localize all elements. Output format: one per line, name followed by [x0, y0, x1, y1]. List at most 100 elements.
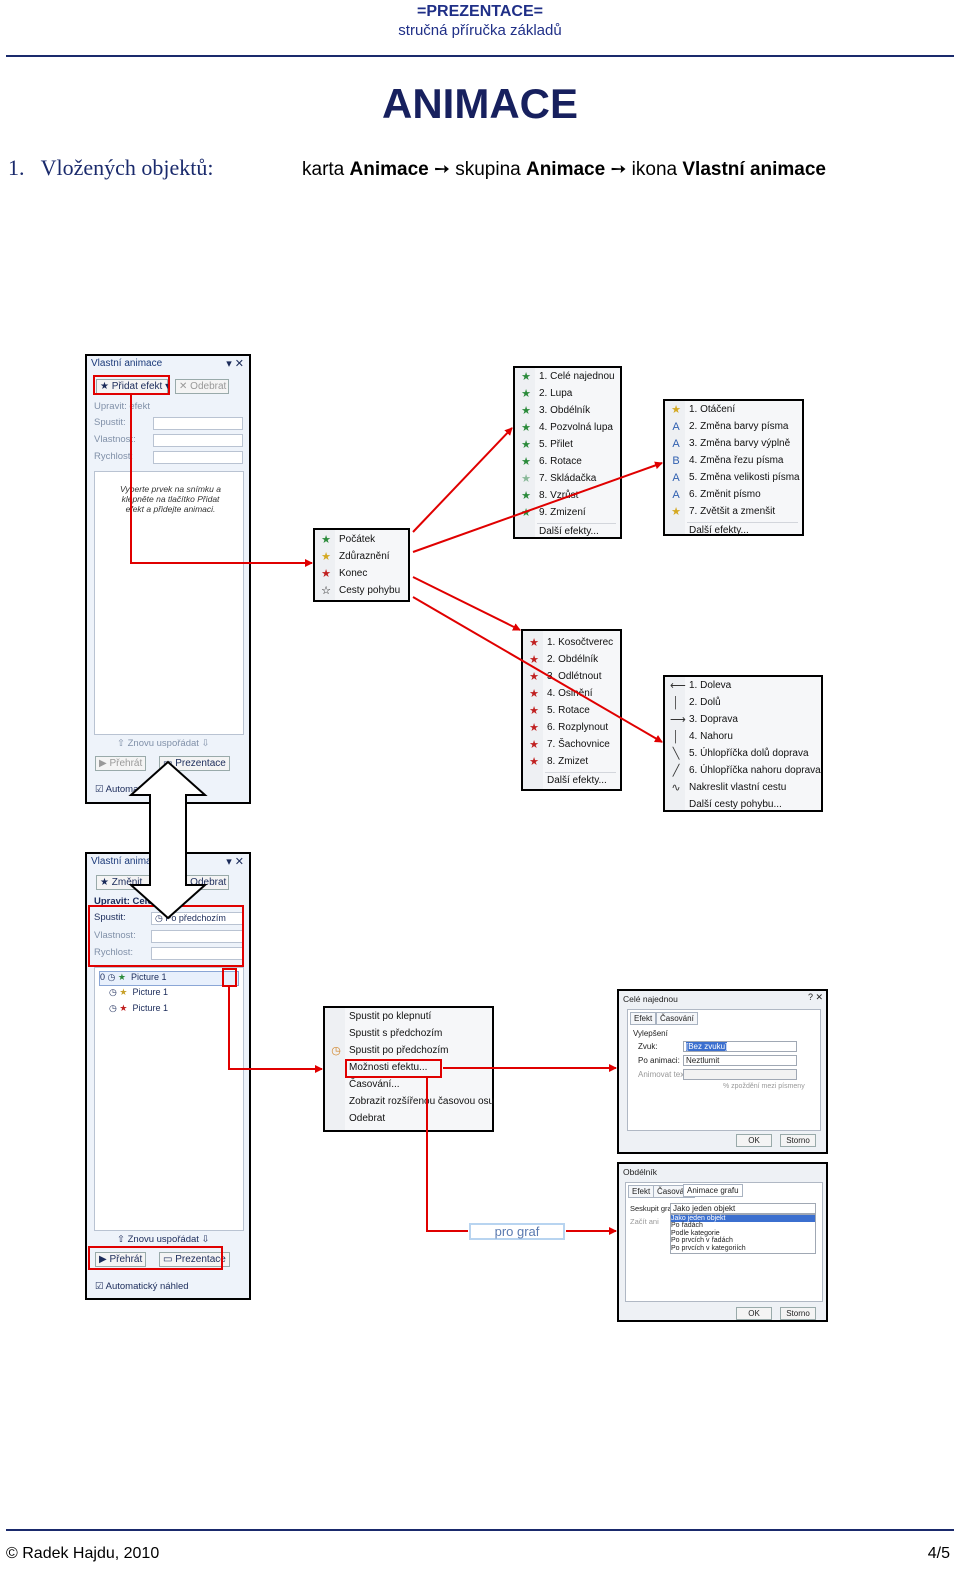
menu-item[interactable]: 5. Rotace: [547, 705, 590, 716]
menu-item[interactable]: 4. Nahoru: [689, 731, 733, 742]
menu-item[interactable]: Nakreslit vlastní cestu: [689, 782, 787, 793]
menu-item[interactable]: Možnosti efektu...: [349, 1062, 428, 1073]
menu-item[interactable]: 8. Vzrůst: [539, 490, 579, 501]
arrow-to-emphasis: [412, 461, 663, 553]
menu-item[interactable]: Další cesty pohybu...: [689, 799, 782, 810]
menu-item[interactable]: 5. Úhlopříčka dolů doprava: [689, 748, 809, 759]
tab-effect[interactable]: Efekt: [628, 1185, 655, 1198]
start-select[interactable]: [153, 417, 243, 430]
menu-item[interactable]: Spustit po klepnutí: [349, 1011, 432, 1022]
speed-select[interactable]: [153, 451, 243, 464]
menu-item[interactable]: 9. Zmizení: [539, 507, 586, 518]
reorder-label[interactable]: ⇧ Znovu uspořádat ⇩: [117, 738, 210, 749]
menu-item[interactable]: 7. Skládačka: [539, 473, 597, 484]
menu-item[interactable]: 6. Změnit písmo: [689, 489, 761, 500]
menu-item[interactable]: Další efekty...: [689, 525, 749, 536]
menu-item[interactable]: 6. Úhlopříčka nahoru doprava: [689, 765, 821, 776]
menu-item[interactable]: 6. Rozplynout: [547, 722, 609, 733]
menu-item[interactable]: 2. Lupa: [539, 388, 573, 399]
play-button[interactable]: ▶ Přehrát: [95, 1252, 147, 1267]
menu-item[interactable]: 1. Celé najednou: [539, 371, 615, 382]
panel-title: Vlastní animace: [91, 358, 163, 369]
intro-line: 1. Vložených objektů:: [8, 155, 214, 181]
menu-item[interactable]: 3. Změna barvy výplně: [689, 438, 791, 449]
ok-button[interactable]: OK: [736, 1134, 772, 1147]
menu-item[interactable]: 3. Obdélník: [539, 405, 591, 416]
list-item[interactable]: ◷ ★ Picture 1: [99, 1003, 168, 1013]
star-icon: ★: [521, 388, 531, 400]
cancel-button[interactable]: Storno: [780, 1307, 816, 1320]
property-select[interactable]: [153, 434, 243, 447]
slideshow-button[interactable]: ▭ Prezentace: [159, 756, 230, 771]
menu-item[interactable]: 1. Otáčení: [689, 404, 736, 415]
menu-item[interactable]: Časování...: [349, 1079, 400, 1090]
after-select[interactable]: Neztlumit: [683, 1055, 797, 1066]
cancel-button[interactable]: Storno: [780, 1134, 816, 1147]
menu-item[interactable]: 5. Přilet: [539, 439, 573, 450]
header-divider: [6, 55, 954, 57]
ok-button[interactable]: OK: [736, 1307, 772, 1320]
font-icon: A: [672, 489, 680, 501]
text-select[interactable]: [683, 1069, 797, 1080]
menu-item[interactable]: Spustit s předchozím: [349, 1028, 443, 1039]
group-chart-select[interactable]: Jako jeden objekt: [670, 1203, 816, 1214]
remove-icon: ✕: [179, 381, 188, 392]
menu-item[interactable]: Další efekty...: [547, 775, 607, 786]
menu-item[interactable]: 1. Kosočtverec: [547, 637, 614, 648]
menu-item[interactable]: 2. Dolů: [689, 697, 721, 708]
list-item[interactable]: 0 ◷ ★ Picture 1: [99, 971, 239, 986]
group-chart-options[interactable]: Jako jeden objekt Po řadách Podle katego…: [670, 1214, 816, 1254]
menu-item[interactable]: Odebrat: [349, 1113, 386, 1124]
sound-select[interactable]: [Bez zvuku]: [683, 1041, 797, 1052]
dialog-controls[interactable]: ? ✕: [807, 992, 823, 1002]
auto-preview-checkbox[interactable]: ☑ Automatický náhled: [95, 1281, 189, 1292]
menu-item-entrance[interactable]: Počátek: [339, 534, 376, 545]
menu-item[interactable]: 3. Doprava: [689, 714, 738, 725]
slideshow-button[interactable]: ▭ Prezentace: [159, 1252, 230, 1267]
dialog-body: Efekt Časování Vylepšení Zvuk: [Bez zvuk…: [627, 1009, 821, 1131]
clock-icon: ◷: [331, 1045, 341, 1057]
start-select[interactable]: ◷ Po předchozím: [151, 912, 243, 925]
menu-item-motion-paths[interactable]: Cesty pohybu: [339, 585, 401, 596]
panel-hint: Vyberte prvek na snímku a klepněte na tl…: [120, 484, 221, 514]
menu-item-emphasis[interactable]: Zdůraznění: [339, 551, 390, 562]
option-item[interactable]: Jako jeden objekt: [671, 1215, 815, 1223]
menu-item[interactable]: 4. Pozvolná lupa: [539, 422, 613, 433]
section-label: Upravit: Celé: [94, 896, 153, 907]
option-item[interactable]: Podle kategorie: [671, 1229, 720, 1237]
menu-item[interactable]: 6. Rotace: [539, 456, 582, 467]
tab-effect[interactable]: Efekt: [630, 1012, 657, 1025]
item-name: Picture 1: [130, 972, 167, 982]
tab-chart-animation[interactable]: Animace grafu: [683, 1184, 743, 1197]
arrow-add-to-menu: [130, 395, 313, 567]
menu-item[interactable]: Zobrazit rozšířenou časovou osu: [349, 1096, 495, 1107]
close-icon[interactable]: ▾ ✕: [226, 358, 244, 370]
list-item[interactable]: ◷ ★ Picture 1: [99, 987, 168, 997]
menu-item[interactable]: 1. Doleva: [689, 680, 732, 691]
tab-timing[interactable]: Časování: [656, 1012, 698, 1025]
option-item[interactable]: Po prvcích v řadách: [671, 1237, 733, 1245]
menu-item[interactable]: 7. Zvětšit a zmenšit: [689, 506, 776, 517]
auto-preview-checkbox[interactable]: ☑ Automat: [95, 784, 142, 795]
menu-item[interactable]: 7. Šachovnice: [547, 739, 610, 750]
option-item[interactable]: Po řadách: [671, 1222, 703, 1230]
menu-item[interactable]: 2. Změna barvy písma: [689, 421, 789, 432]
menu-item[interactable]: 4. Změna řezu písma: [689, 455, 784, 466]
menu-item[interactable]: Spustit po předchozím: [349, 1045, 449, 1056]
menu-item[interactable]: 8. Zmizet: [547, 756, 589, 767]
option-item[interactable]: Po prvcích v kategoriích: [671, 1244, 746, 1252]
menu-item[interactable]: 2. Obdélník: [547, 654, 599, 665]
panel-title: Vlastní animace: [91, 856, 163, 867]
reorder-label[interactable]: ⇧ Znovu uspořádat ⇩: [117, 1234, 210, 1245]
play-button[interactable]: ▶ Přehrát: [95, 756, 147, 771]
star-icon: ★: [521, 507, 531, 519]
menu-item[interactable]: 3. Odlétnout: [547, 671, 602, 682]
menu-item[interactable]: Další efekty...: [539, 526, 599, 537]
item-name: Picture 1: [132, 1003, 168, 1013]
remove-button[interactable]: ✕ Odebrat: [175, 379, 229, 394]
menu-item-exit[interactable]: Konec: [339, 568, 368, 579]
close-icon[interactable]: ▾ ✕: [226, 856, 244, 868]
menu-item[interactable]: 4. Oslnění: [547, 688, 593, 699]
menu-item[interactable]: 5. Změna velikosti písma: [689, 472, 800, 483]
